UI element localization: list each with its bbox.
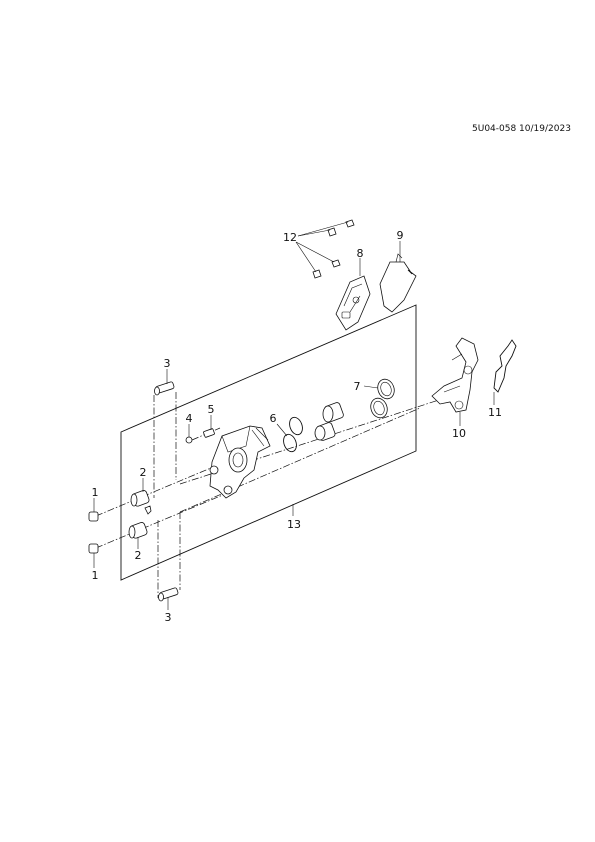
callout-2-upper: 2 xyxy=(140,466,147,479)
callout-12: 12 xyxy=(283,231,297,244)
part-10-bracket xyxy=(431,337,479,413)
part-9-outer-pad xyxy=(379,253,417,313)
pistons xyxy=(314,402,344,441)
callout-2-lower: 2 xyxy=(135,549,142,562)
assembly-frame xyxy=(120,304,417,581)
part-1-caps xyxy=(88,511,99,554)
caliper-housing xyxy=(209,425,271,499)
part-8-inner-pad xyxy=(335,275,371,331)
part-3-guide-pins xyxy=(154,381,179,602)
callout-6: 6 xyxy=(270,412,277,425)
part-4-5-bleeder xyxy=(185,428,215,444)
callout-11: 11 xyxy=(488,406,502,419)
part-11-spring xyxy=(493,339,517,393)
callout-8: 8 xyxy=(357,247,364,260)
center-lines xyxy=(95,392,446,598)
callout-3-lower: 3 xyxy=(165,611,172,624)
callout-1-lower: 1 xyxy=(92,569,99,582)
callout-4: 4 xyxy=(186,412,193,425)
callout-10: 10 xyxy=(452,427,466,440)
callout-1-upper: 1 xyxy=(92,486,99,499)
callout-labels: 1 1 2 2 3 3 4 5 6 7 8 9 10 11 12 13 xyxy=(92,229,503,624)
callout-5: 5 xyxy=(208,403,215,416)
callout-7: 7 xyxy=(354,380,361,393)
callout-9: 9 xyxy=(397,229,404,242)
leader-lines xyxy=(93,221,495,610)
callout-13: 13 xyxy=(287,518,301,531)
part-12-clips xyxy=(312,219,355,279)
part-7-boots xyxy=(370,378,395,419)
document-id: 5U04-058 10/19/2023 xyxy=(472,124,571,134)
part-6-seals xyxy=(283,416,303,453)
callout-3-upper: 3 xyxy=(164,357,171,370)
part-2-bushings xyxy=(128,490,152,539)
